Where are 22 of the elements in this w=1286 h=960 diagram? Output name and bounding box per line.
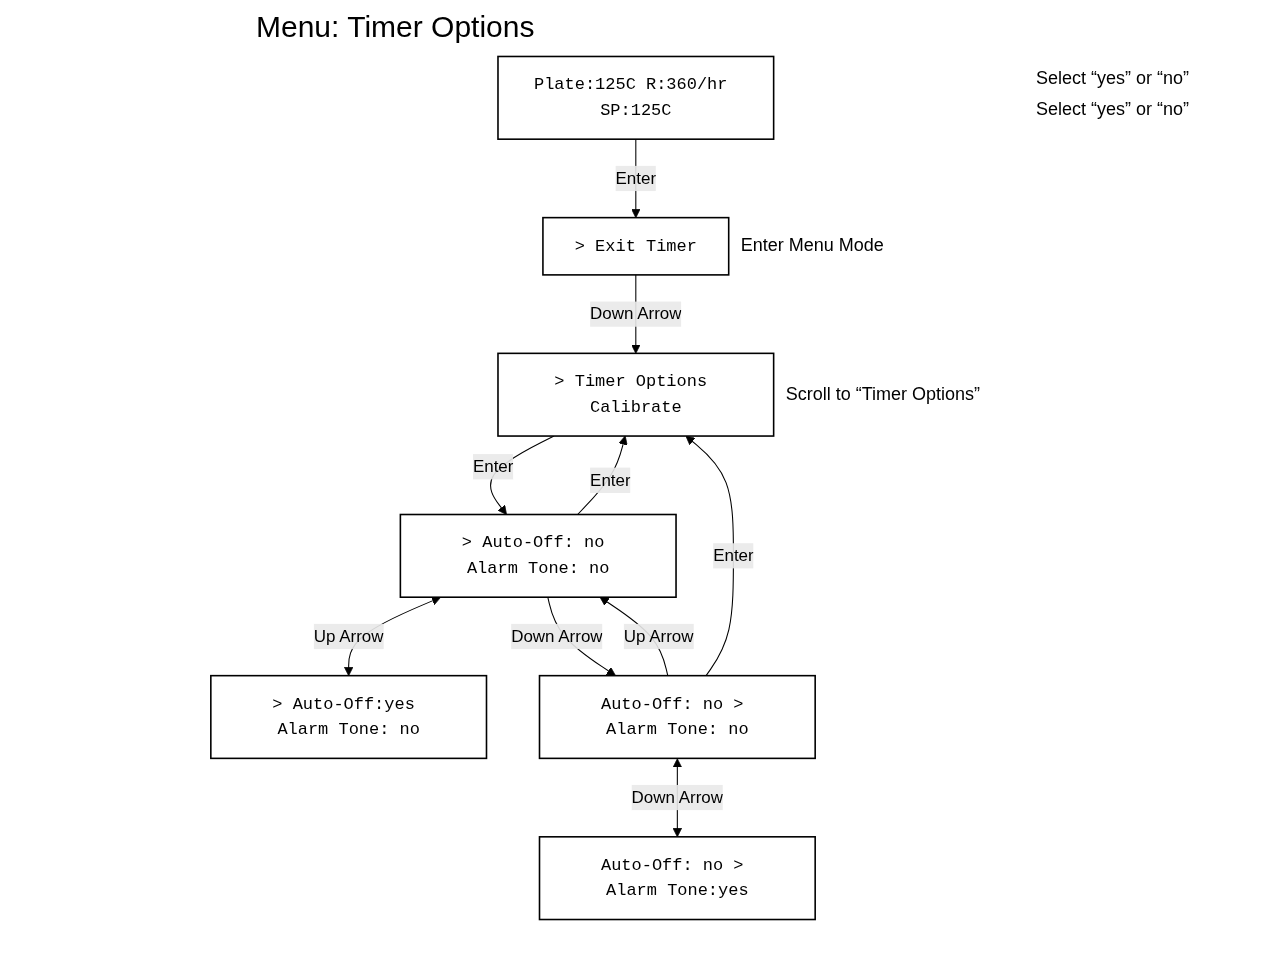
edge-label: Down Arrow	[590, 304, 682, 323]
edge-label: Up Arrow	[623, 626, 694, 645]
node-box: > Auto-Off: no Alarm Tone: no	[399, 513, 677, 598]
side-note: Enter Menu Mode	[740, 235, 884, 257]
edge-label: Enter	[615, 168, 657, 187]
node-box: > Auto-Off:yes Alarm Tone: no	[210, 674, 488, 760]
note: Select “yes” or “no”	[1036, 68, 1191, 89]
edge-label: Down Arrow	[511, 626, 603, 645]
edge-label: Down Arrow	[631, 788, 724, 807]
title: Menu: Timer Options	[256, 10, 536, 44]
edge-label: Enter	[713, 546, 754, 565]
arrow	[685, 435, 734, 677]
node-box: Auto-Off: no > Alarm Tone: no	[538, 674, 816, 760]
edge-label: Up Arrow	[313, 626, 384, 645]
node-box: Plate:125C R:360/hr SP:125C	[497, 55, 775, 140]
side-note: Scroll to “Timer Options”	[785, 383, 980, 405]
node-box: Auto-Off: no > Alarm Tone:yes	[538, 836, 816, 921]
edge-label: Enter	[590, 470, 631, 489]
node-box: > Exit Timer	[542, 216, 730, 276]
note: Select “yes” or “no”	[1036, 99, 1191, 120]
edge-label: Enter	[472, 457, 514, 476]
node-box: > Timer Options Calibrate	[497, 352, 775, 437]
